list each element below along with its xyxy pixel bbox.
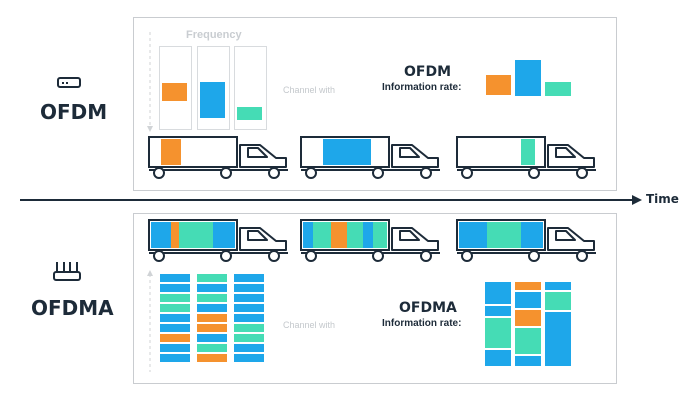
truck-cargo-blue: [323, 139, 371, 165]
frequency-axis: [147, 270, 153, 372]
time-label: Time: [646, 192, 679, 206]
ofdm-rate-bar-orange: [486, 75, 511, 95]
ofdm-rate-bar-blue: [515, 60, 541, 96]
truck-cargo-orange: [161, 139, 181, 165]
ofdm-rate-subtitle: Information rate:: [382, 82, 462, 93]
truck-cargo-mixed: [459, 222, 543, 248]
subcarrier-blue: [200, 82, 225, 118]
frequency-axis: [147, 32, 153, 132]
wifi-router-icon: [53, 262, 81, 281]
ofdma-rate-subtitle: Information rate:: [382, 318, 462, 329]
ofdm-label: OFDM: [40, 100, 108, 124]
truck-icon: [300, 136, 442, 180]
channel-width-label: Channel with: [283, 85, 336, 95]
ofdma-rate-stack: [485, 282, 571, 366]
arrow-right-icon: [20, 195, 642, 205]
router-icon: [57, 77, 81, 88]
channel-width-label: Channel with: [283, 320, 336, 330]
ofdm-rate-bar-teal: [545, 82, 571, 96]
ofdma-label: OFDMA: [31, 296, 114, 320]
ofdma-rate-title: OFDMA: [399, 300, 457, 316]
subcarrier-teal: [237, 107, 262, 120]
ofdm-rate-title: OFDM: [404, 64, 452, 80]
truck-cargo-mixed: [303, 222, 387, 248]
subcarrier-orange: [162, 83, 187, 101]
truck-cargo-teal: [521, 139, 535, 165]
resource-unit-grid: [160, 274, 264, 362]
frequency-label: Frequency: [186, 29, 242, 41]
truck-cargo-mixed: [151, 222, 235, 248]
